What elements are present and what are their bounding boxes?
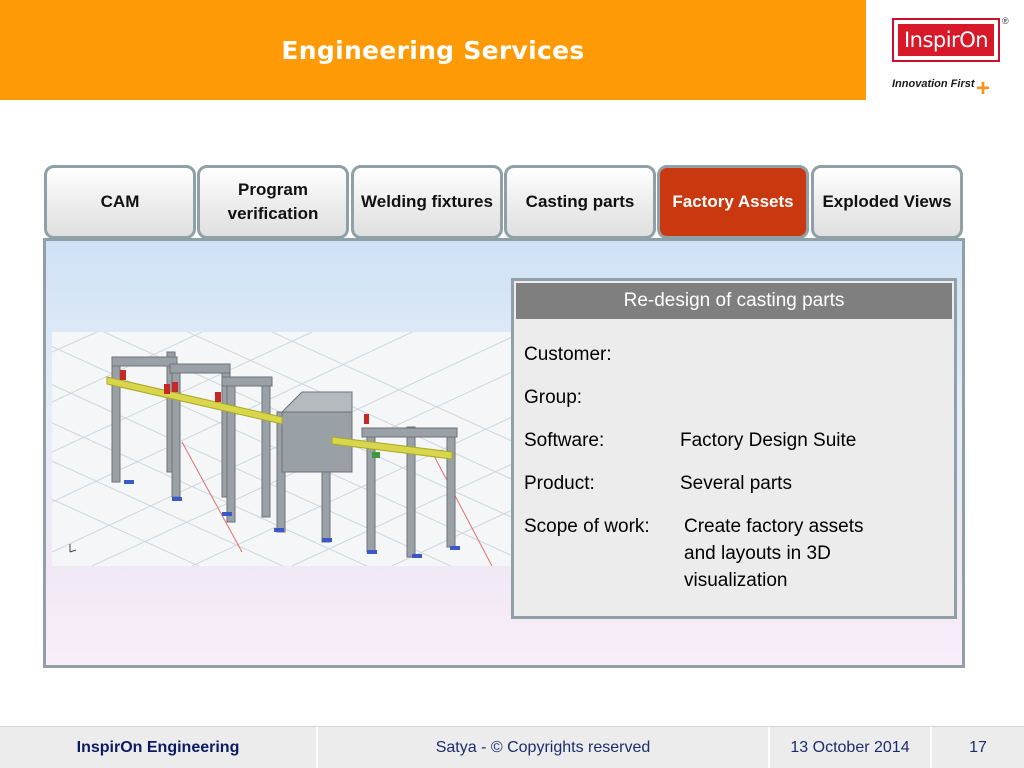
product-label: Product: xyxy=(524,473,595,494)
logo-tagline: Innovation First xyxy=(892,78,975,90)
tab-exploded-views[interactable]: Exploded Views xyxy=(811,165,963,239)
tab-casting-parts[interactable]: Casting parts xyxy=(504,165,656,239)
footer-divider xyxy=(316,727,318,768)
tab-cam[interactable]: CAM xyxy=(44,165,196,239)
inspiron-logo: InspirOn ® Innovation First + xyxy=(880,14,1020,104)
software-row: Software: Factory Design Suite xyxy=(524,427,944,454)
software-value: Factory Design Suite xyxy=(680,430,857,451)
project-info-box: Re-design of casting parts Customer: Gro… xyxy=(511,278,957,619)
customer-value xyxy=(680,341,944,368)
customer-row: Customer: xyxy=(524,341,944,368)
factory-3d-render xyxy=(52,332,512,566)
scope-value: Create factory assets and layouts in 3D … xyxy=(681,513,944,594)
tab-welding-fixtures[interactable]: Welding fixtures xyxy=(351,165,503,239)
tab-label: Casting parts xyxy=(525,192,635,211)
scope-row: Scope of work: Create factory assets and… xyxy=(524,513,944,594)
tab-label: CAM xyxy=(100,192,140,211)
header-band xyxy=(0,0,866,100)
footer: InspirOn Engineering Satya - © Copyright… xyxy=(0,726,1024,768)
plus-icon: + xyxy=(976,75,991,102)
footer-date: 13 October 2014 xyxy=(790,739,910,756)
customer-label: Customer: xyxy=(524,344,612,365)
tab-label: Program verification xyxy=(227,180,319,223)
group-value xyxy=(680,384,944,411)
scope-line-1: Create factory assets xyxy=(684,516,864,537)
registered-mark: ® xyxy=(1002,16,1009,26)
service-tabs: CAM Program verification Welding fixture… xyxy=(44,165,966,241)
page-title: Engineering Services xyxy=(281,36,585,65)
group-label: Group: xyxy=(524,387,583,408)
scope-label: Scope of work: xyxy=(524,516,650,537)
software-label: Software: xyxy=(524,430,605,451)
product-value: Several parts xyxy=(680,473,792,494)
product-row: Product: Several parts xyxy=(524,470,944,497)
scope-line-2: and layouts in 3D xyxy=(684,543,831,564)
tab-label: Welding fixtures xyxy=(361,192,493,211)
logo-wordmark: InspirOn xyxy=(898,24,994,56)
tab-program-verification[interactable]: Program verification xyxy=(197,165,349,239)
scope-line-3: visualization xyxy=(684,570,788,591)
footer-divider xyxy=(768,727,770,768)
info-body: Customer: Group: Software: Factory Desig… xyxy=(524,341,944,610)
tab-label: Factory Assets xyxy=(672,192,794,211)
info-heading: Re-design of casting parts xyxy=(516,283,952,319)
group-row: Group: xyxy=(524,384,944,411)
footer-copyright: Satya - © Copyrights reserved xyxy=(435,739,651,756)
footer-divider xyxy=(930,727,932,768)
page-number: 17 xyxy=(969,739,987,756)
tab-label: Exploded Views xyxy=(822,192,952,211)
tab-factory-assets[interactable]: Factory Assets xyxy=(657,165,809,239)
logo-box: InspirOn xyxy=(892,18,1000,62)
footer-company: InspirOn Engineering xyxy=(76,739,240,756)
